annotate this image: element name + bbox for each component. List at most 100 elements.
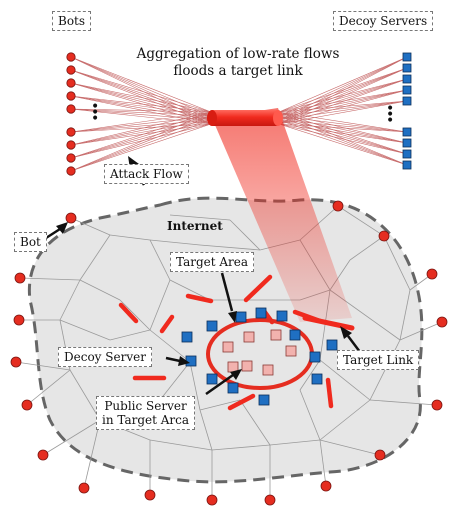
bot-node [66, 166, 76, 176]
attack-flow-line [70, 95, 212, 117]
attack-flow-line [70, 119, 212, 159]
topology-line [269, 439, 321, 446]
decoy-flow-line [278, 119, 408, 166]
bot-node [66, 78, 76, 88]
bot-node [66, 65, 76, 75]
bots [10, 52, 448, 506]
decoy-flow-line [278, 100, 408, 125]
decoy-flow-line [278, 115, 408, 166]
decoy-flow-line [278, 123, 408, 155]
decoy-flow-line [278, 100, 408, 117]
public-server-line-2: in Target Arca [102, 413, 190, 427]
topology-line [70, 217, 111, 236]
decoy-flow-line [278, 115, 408, 133]
topology-line [149, 239, 171, 281]
decoy-server-node [206, 320, 218, 332]
decoy-flow-line [278, 115, 408, 155]
decoy-flow-line [278, 111, 408, 166]
attack-flow-label: Attack Flow [104, 164, 189, 184]
decoy-flow-line [278, 123, 408, 166]
decoy-flow-line [278, 119, 408, 155]
headline-line-2: floods a target link [173, 63, 303, 79]
attack-flow-line [70, 115, 212, 146]
topology-line [299, 389, 321, 441]
headline: Aggregation of low-rate flows floods a t… [128, 46, 348, 80]
bot-node [66, 104, 76, 114]
topology-line [109, 329, 151, 341]
topology-line [15, 361, 71, 371]
decoy-flow-line [278, 56, 408, 121]
decoy-flow-line [278, 78, 408, 121]
decoy-flow-line [278, 100, 408, 113]
decoy-flow-line [278, 78, 408, 117]
decoy-flow-line [278, 123, 408, 133]
bot-node [14, 272, 26, 284]
decoy-server-node [402, 138, 412, 148]
topology-line [199, 399, 241, 411]
decoy-servers [181, 52, 412, 406]
red-link-segments [118, 274, 355, 411]
target-area-label: Target Area [170, 252, 255, 272]
topology-line [199, 409, 213, 451]
decoy-flow-line [278, 89, 408, 125]
topology-line [399, 289, 411, 341]
topology-line [59, 279, 81, 321]
public-server-node [270, 329, 282, 341]
decoy-flow-line [278, 56, 408, 113]
decoy-server-node [402, 74, 412, 84]
attack-flow-line [70, 95, 212, 113]
internal-link [325, 377, 334, 409]
bot-node [66, 91, 76, 101]
decoy-flow-line [278, 67, 408, 117]
attack-flow-line [70, 82, 212, 125]
decoy-server-node [289, 329, 301, 341]
decoy-server-node [402, 85, 412, 95]
bot-node [332, 200, 344, 212]
internal-link [118, 302, 139, 324]
topology-line [79, 279, 121, 301]
decoy-server-node [181, 331, 193, 343]
internet-cloud [27, 196, 424, 484]
attack-flow-line [70, 123, 212, 159]
topology-line [349, 235, 385, 261]
decoy-servers-label: Decoy Servers [333, 11, 434, 31]
bot-node [426, 268, 438, 280]
topology-line [319, 359, 371, 401]
decoy-flow-line [278, 111, 408, 144]
decoy-flow-line [278, 89, 408, 121]
public-server-node [285, 345, 297, 357]
topology-line [239, 399, 271, 446]
decoy-flow-line [278, 123, 408, 144]
bot-node [10, 356, 22, 368]
decoy-flow-line [278, 67, 408, 113]
attack-flow-line [70, 123, 212, 146]
topology-line [189, 361, 201, 411]
attack-flow-line [70, 82, 212, 117]
bot-node [13, 314, 25, 326]
decoy-flow-line [278, 115, 408, 144]
public-servers [222, 329, 297, 376]
target-link-label: Target Link [337, 350, 420, 370]
bot-node [320, 480, 332, 492]
attack-flow-line [70, 119, 212, 146]
attack-flow-line [70, 108, 212, 121]
topology-line [149, 239, 201, 246]
decoy-server-node [402, 63, 412, 73]
bot-node [37, 449, 49, 461]
topology-line [399, 321, 443, 341]
attack-flow-line [70, 95, 212, 125]
bots-ellipsis: ••• [91, 99, 100, 127]
attack-flow-line [70, 95, 212, 121]
public-server-node [262, 364, 274, 376]
attack-flow-line [70, 115, 212, 172]
topology-line [149, 279, 171, 331]
aggregated-flow-tube [207, 110, 283, 126]
bot-node [374, 449, 386, 461]
decoy-server-node [402, 96, 412, 106]
decoys-ellipsis: ••• [386, 101, 395, 129]
topology-line [83, 419, 101, 489]
decoy-flow-line [278, 89, 408, 113]
attack-flow-line [70, 111, 212, 146]
topology-line [149, 329, 191, 363]
attack-flow-line [70, 111, 212, 159]
